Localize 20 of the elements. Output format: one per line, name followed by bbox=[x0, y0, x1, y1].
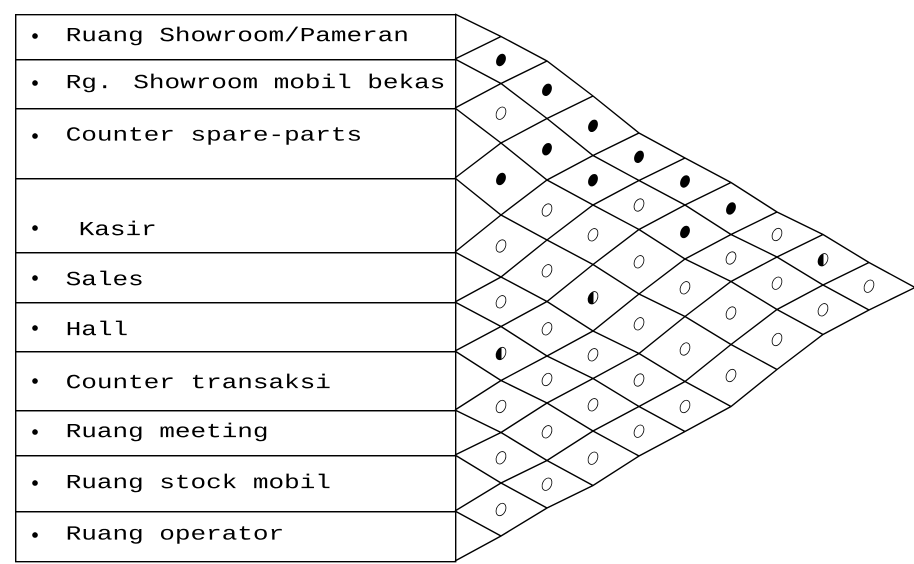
row-label: Hall bbox=[68, 320, 127, 336]
room-row-box bbox=[15, 410, 456, 456]
room-row-box bbox=[15, 455, 456, 512]
row-label: Kasir bbox=[80, 220, 154, 236]
room-row-box bbox=[15, 59, 456, 110]
room-row-box bbox=[15, 351, 456, 412]
room-row-box bbox=[15, 511, 456, 562]
room-row-box bbox=[15, 178, 456, 254]
row-label: Rg. Showroom mobil bekas bbox=[68, 74, 444, 92]
room-row-box bbox=[15, 302, 456, 352]
room-row-box bbox=[15, 108, 456, 180]
room-row-box bbox=[15, 252, 456, 304]
row-label: Ruang operator bbox=[68, 526, 282, 544]
row-label: Ruang stock mobil bbox=[68, 474, 330, 492]
row-label: Ruang Showroom/Pameran bbox=[68, 26, 407, 46]
room-row-box bbox=[15, 14, 456, 60]
row-label: Counter transaksi bbox=[67, 374, 330, 388]
row-label: Sales bbox=[66, 270, 142, 286]
row-label: Counter spare-parts bbox=[67, 127, 360, 145]
row-label: Ruang meeting bbox=[68, 422, 266, 442]
